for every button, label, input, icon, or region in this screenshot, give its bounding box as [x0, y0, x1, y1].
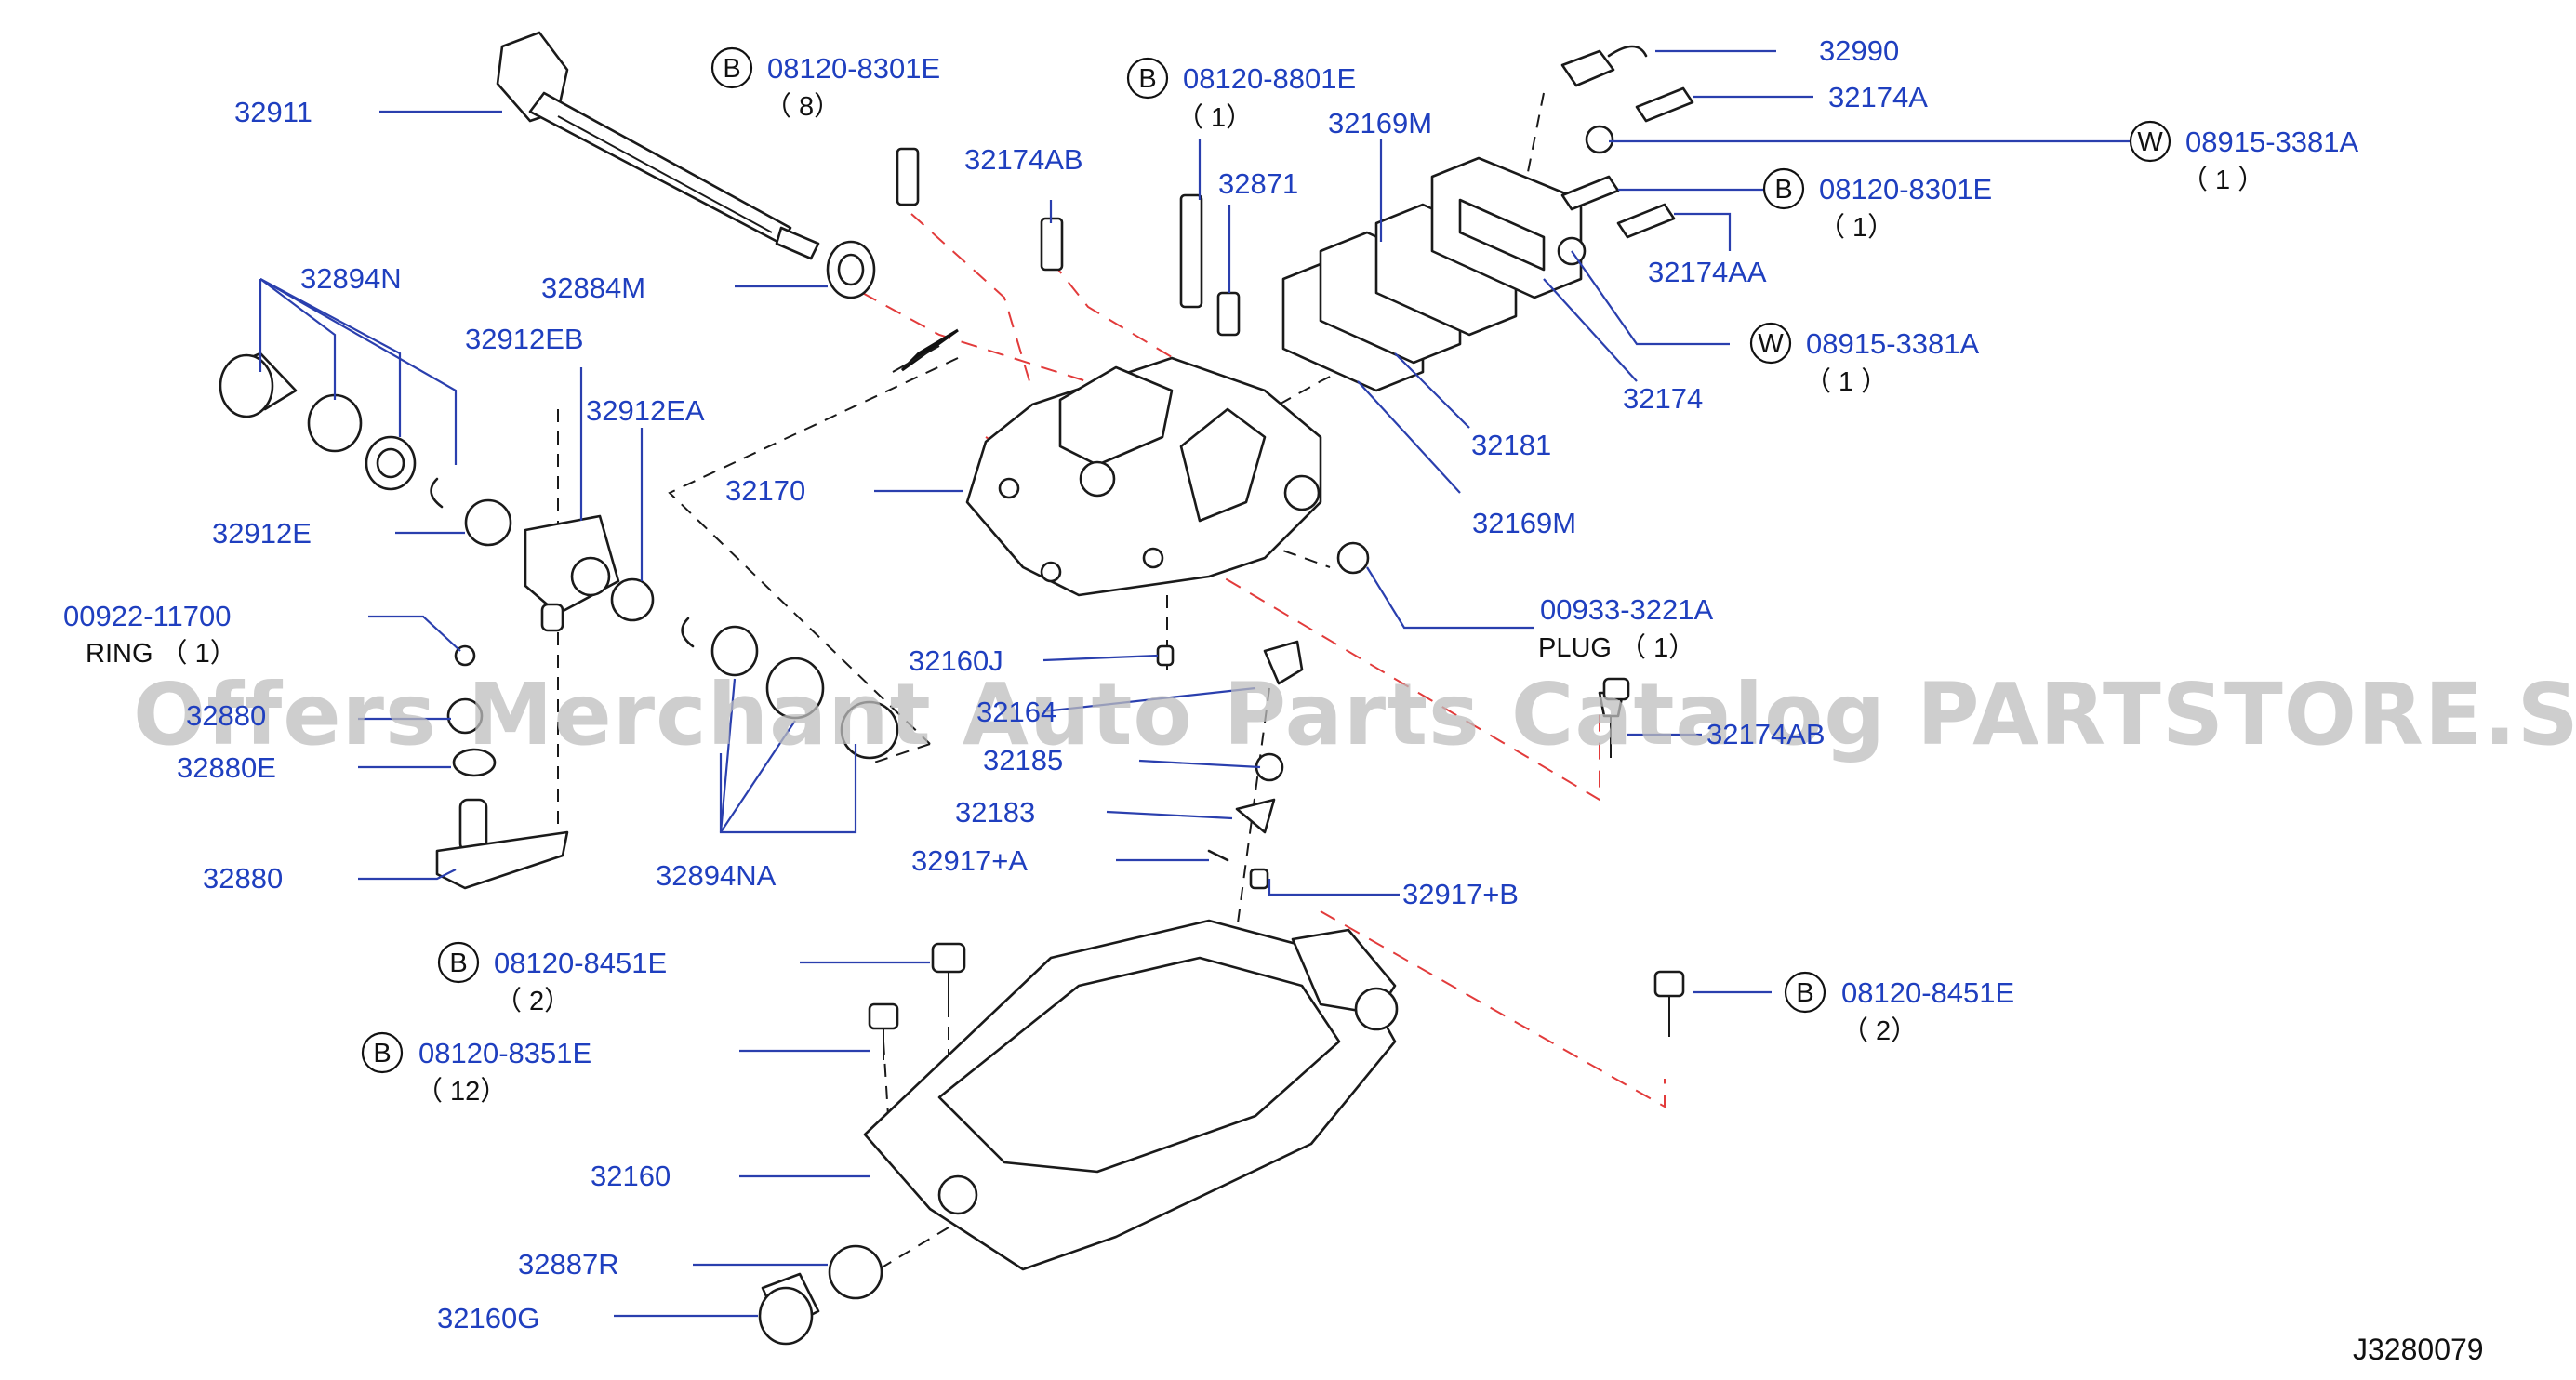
label-32174AB: 32174AB — [964, 143, 1083, 176]
watermark-text: Offers Merchant Auto Parts Catalog PARTS… — [133, 665, 2576, 764]
label-32160G: 32160G — [437, 1302, 539, 1334]
label-32912EB: 32912EB — [465, 323, 584, 355]
label-32990: 32990 — [1819, 34, 1899, 67]
label-32871: 32871 — [1218, 167, 1298, 200]
callout-prefix: B — [449, 949, 467, 978]
label-32183: 32183 — [955, 796, 1035, 829]
label-32174AB-right: 32174AB — [1706, 718, 1826, 750]
label-32169M-top: 32169M — [1328, 107, 1432, 139]
callout-w-08915-3381A-mid: W 08915-3381A （ 1 ） — [1749, 322, 1979, 397]
oil-pan-bolts-part — [868, 677, 1685, 1060]
callout-part-number: 08915-3381A — [2185, 126, 2358, 158]
callout-prefix: B — [373, 1039, 391, 1068]
label-32174: 32174 — [1623, 382, 1703, 415]
top-bolts-part — [896, 147, 1370, 575]
label-32880-partial: 32880 — [186, 699, 266, 732]
callout-quantity: （ 1 ） — [1804, 367, 1888, 397]
transfer-housing-part — [965, 356, 1322, 597]
label-32912E: 32912E — [212, 517, 312, 550]
callout-part-number: 08120-8451E — [494, 947, 667, 979]
right-side-bolts-part — [1557, 45, 1694, 266]
callout-prefix: B — [1796, 978, 1813, 1008]
label-32912EA: 32912EA — [586, 394, 705, 427]
callout-part-number: 08120-8301E — [767, 52, 940, 85]
label-32884M: 32884M — [541, 272, 645, 304]
callout-prefix: W — [1758, 329, 1784, 359]
label-32894NA: 32894NA — [656, 859, 777, 892]
callout-prefix: B — [1774, 175, 1792, 205]
leader-lines — [259, 49, 2130, 1318]
label-32887R: 32887R — [518, 1248, 619, 1280]
callout-quantity: （ 1） — [1818, 213, 1894, 243]
label-32880E: 32880E — [177, 751, 276, 784]
label-32911: 32911 — [234, 96, 312, 128]
callout-part-number: 08120-8451E — [1841, 976, 2014, 1009]
label-32894N: 32894N — [300, 262, 402, 295]
callout-prefix: W — [2137, 127, 2163, 157]
shift-knuckle-part — [524, 514, 655, 632]
label-32174AA: 32174AA — [1648, 256, 1767, 288]
label-32917B: 32917+B — [1402, 878, 1519, 910]
callout-prefix: B — [1138, 64, 1156, 94]
callout-part-number: 08120-8301E — [1819, 173, 1992, 206]
callout-b-08120-8451E-right: B 08120-8451E （ 2） — [1784, 971, 2014, 1046]
shift-lever-part — [435, 644, 569, 890]
direction-arrow-shaft — [892, 345, 940, 373]
label-00922-11700: 00922-11700 — [63, 600, 231, 632]
cover-plates-part — [1281, 156, 1583, 392]
label-32160: 32160 — [591, 1160, 671, 1192]
callout-quantity: （ 8） — [764, 92, 841, 122]
label-32185: 32185 — [983, 744, 1063, 776]
callout-b-08120-8801E: B 08120-8801E （ 1） — [1126, 57, 1356, 133]
oil-pan-part — [863, 919, 1399, 1271]
detent-parts-part — [1156, 640, 1625, 890]
callout-part-number: 08120-8351E — [418, 1037, 591, 1069]
label-32181: 32181 — [1471, 429, 1551, 461]
callout-quantity: （ 12） — [416, 1077, 507, 1107]
callout-part-number: 08915-3381A — [1806, 327, 1979, 360]
callout-part-number: 08120-8801E — [1183, 62, 1356, 95]
part-labels: 32911 32894N 32884M 32912EB 32912EA 3291… — [63, 34, 1928, 1334]
callout-quantity: （ 1） — [1176, 103, 1253, 133]
label-32169M-bottom: 32169M — [1472, 507, 1576, 539]
shift-rod-part — [496, 31, 820, 260]
pan-plugs-part — [758, 1244, 883, 1346]
label-32174A: 32174A — [1828, 81, 1928, 113]
label-32160J: 32160J — [909, 644, 1003, 677]
label-32917A: 32917+A — [911, 844, 1028, 877]
label-plug: PLUG （ 1） — [1538, 633, 1695, 663]
callout-b-08120-8301E-right: B 08120-8301E （ 1） — [1762, 167, 1992, 243]
oil-seal-part — [826, 240, 876, 299]
callout-b-08120-8301E-top: B 08120-8301E （ 8） — [710, 46, 940, 122]
label-32170: 32170 — [725, 474, 805, 507]
label-32164: 32164 — [976, 696, 1056, 728]
callout-quantity: （ 2） — [1841, 1016, 1918, 1046]
label-ring: RING （ 1） — [86, 639, 237, 669]
callout-b-08120-8451E-left: B 08120-8451E （ 2） — [437, 941, 667, 1016]
callout-prefix: B — [723, 54, 740, 84]
callout-quantity: （ 1 ） — [2181, 166, 2264, 195]
callout-w-08915-3381A-top: W 08915-3381A （ 1 ） — [2129, 120, 2358, 195]
bushing-stack-lower-part — [681, 617, 899, 760]
callout-b-08120-8351E: B 08120-8351E （ 12） — [361, 1031, 591, 1107]
callout-quantity: （ 2） — [495, 987, 571, 1016]
diagram-code: J3280079 — [2353, 1333, 2484, 1366]
label-32880: 32880 — [203, 862, 283, 895]
label-00933-3221A: 00933-3221A — [1540, 593, 1713, 626]
